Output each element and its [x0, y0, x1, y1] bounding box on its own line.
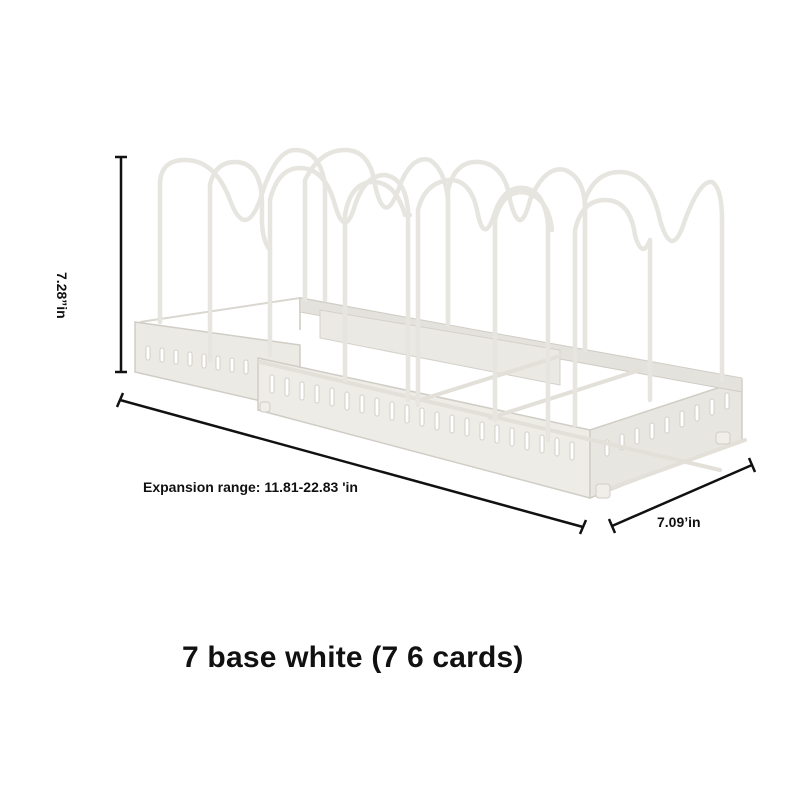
rack-back-panel: [299, 297, 743, 393]
depth-dimension-label: 7.09’in: [657, 514, 701, 530]
length-dimension-line: [119, 398, 584, 529]
rack-slots-side: [604, 392, 730, 457]
depth-dimension-line: [611, 463, 753, 528]
rack-dividers: [157, 147, 725, 443]
rack-slots-left: [145, 345, 249, 375]
expansion-range-label: Expansion range: 11.81-22.83 'in: [143, 479, 358, 495]
rack-slots-right: [269, 374, 575, 461]
dimension-lines: [115, 155, 757, 535]
height-dimension-label: 7.28”in: [54, 272, 70, 319]
rack-feet: [259, 401, 731, 499]
product-variant-caption: 7 base white (7 6 cards): [182, 641, 524, 674]
rack-floor-rods: [258, 354, 747, 494]
